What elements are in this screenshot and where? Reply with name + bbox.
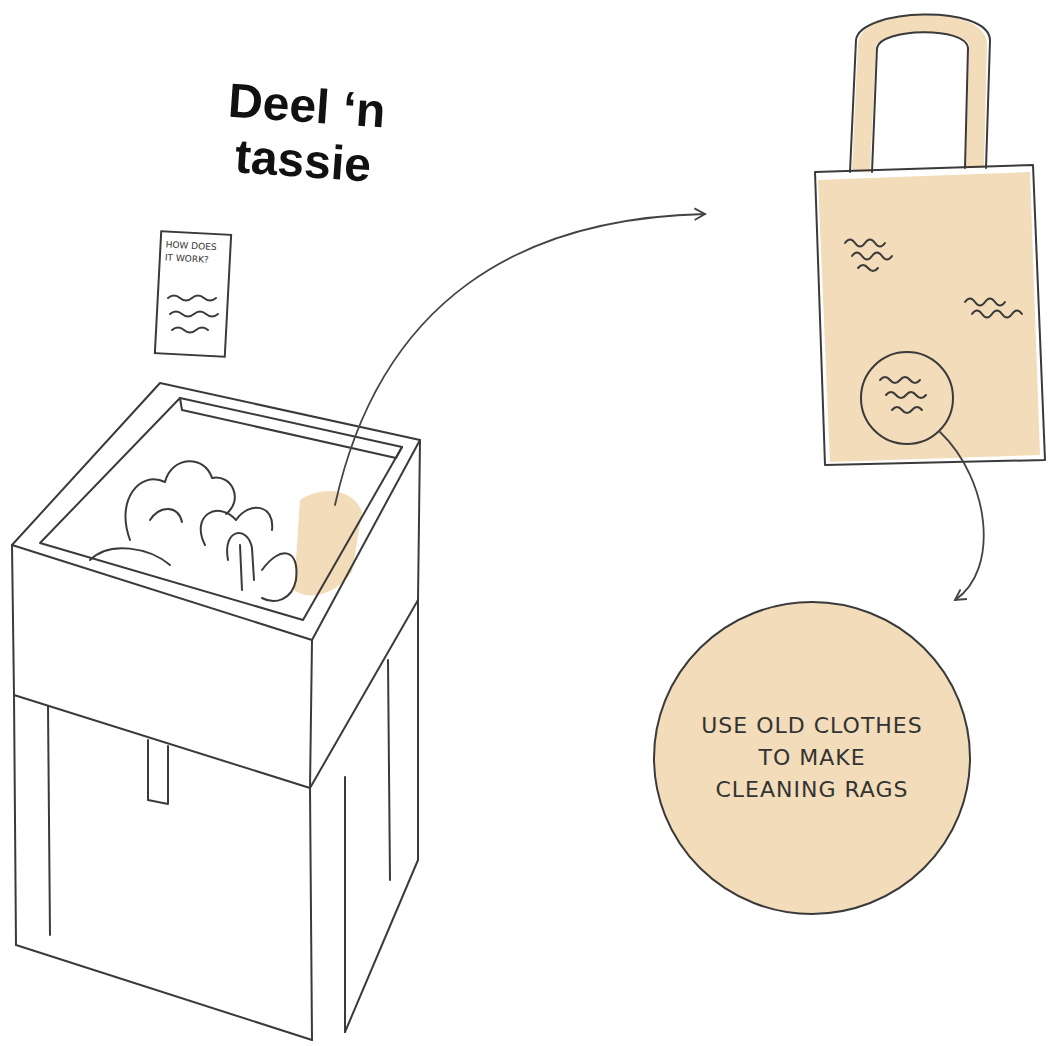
squiggle (172, 328, 208, 333)
squiggle (845, 240, 885, 247)
squiggle (852, 253, 892, 260)
bag-fill (818, 172, 1040, 462)
cloth (227, 533, 254, 590)
tote-bag (815, 14, 1045, 465)
leader-arrow (335, 214, 705, 505)
bin-fabric-patch (294, 491, 362, 595)
squiggle (858, 265, 878, 271)
bin-leg (14, 695, 50, 945)
bin-leg (310, 777, 345, 1040)
squiggle (170, 312, 218, 317)
squiggle (880, 377, 920, 383)
sign-heading: HOW DOES IT WORK? (165, 239, 226, 268)
bag-handle (850, 14, 990, 172)
bin-stand (12, 383, 420, 1040)
squiggle (168, 296, 216, 301)
bin-side (310, 440, 420, 788)
sign-card: HOW DOES IT WORK? (154, 230, 232, 358)
bag-handle-fill (861, 24, 978, 172)
bin-opening (40, 398, 402, 620)
squiggle (892, 407, 922, 413)
cloth (125, 461, 234, 540)
squiggle (972, 311, 1022, 318)
cloth (150, 509, 182, 522)
cloth (201, 508, 273, 545)
title: Deel ‘n tassie (196, 71, 413, 196)
squiggle (965, 299, 1005, 306)
bag-handle (872, 32, 968, 172)
leader-arrows (335, 214, 984, 600)
callout-circle: USE OLD CLOTHES TO MAKE CLEANING RAGS (652, 600, 972, 916)
bag-body (815, 165, 1045, 465)
bin-front (12, 545, 312, 788)
bin-rim (12, 383, 420, 640)
bin-back-leg (148, 740, 168, 804)
bin-leg (388, 600, 418, 880)
leader-arrow (940, 432, 984, 600)
cloth (262, 553, 297, 601)
bag-detail-circle (861, 352, 953, 444)
cloth (90, 548, 170, 565)
squiggle (886, 392, 926, 398)
callout-text: USE OLD CLOTHES TO MAKE CLEANING RAGS (700, 710, 924, 806)
sign-lines (168, 296, 218, 333)
bin-base (16, 860, 418, 1040)
callout-circle-outline (654, 602, 970, 914)
